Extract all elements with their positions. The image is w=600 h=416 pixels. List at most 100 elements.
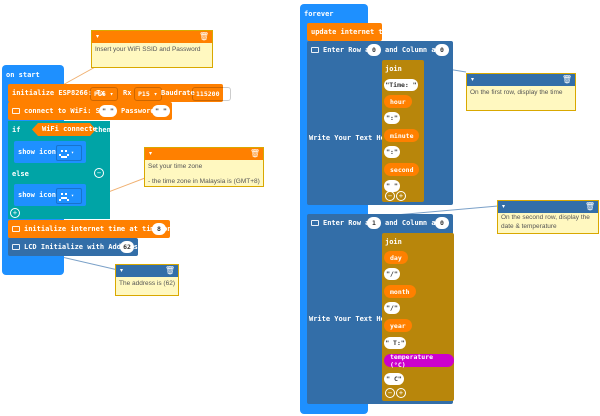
text-slash-2[interactable]: "/" bbox=[384, 302, 400, 314]
password-label: Password bbox=[121, 107, 155, 115]
var-day[interactable]: day bbox=[384, 251, 408, 264]
remove-item-icon-2[interactable]: − bbox=[385, 388, 395, 398]
comment-icon[interactable] bbox=[12, 108, 20, 114]
trash-icon[interactable]: 🗑 bbox=[561, 75, 572, 84]
lcd-init-block[interactable]: LCD Initialize with Address 62 bbox=[8, 238, 138, 256]
temperature-sensor[interactable]: temperature (°C) bbox=[384, 353, 454, 369]
if-label: if bbox=[12, 126, 21, 134]
write-text-label: Write Your Text Here bbox=[309, 134, 394, 142]
show-icon-block-sad[interactable]: show icon ▾ bbox=[14, 184, 86, 206]
wifi-comment[interactable]: ▾ 🗑 Insert your WiFi SSID and Password bbox=[91, 30, 213, 68]
add-item-icon[interactable]: + bbox=[396, 191, 406, 201]
address-comment-text[interactable]: The address is (62) bbox=[119, 280, 175, 287]
column-input-2[interactable]: 0 bbox=[435, 217, 449, 229]
add-item-icon-2[interactable]: + bbox=[396, 388, 406, 398]
timezone-comment-line1: Set your time zone bbox=[148, 163, 203, 170]
show-icon-label: show icon bbox=[18, 148, 56, 156]
text-space[interactable]: " " bbox=[384, 180, 400, 192]
add-else-if-icon[interactable]: + bbox=[10, 208, 20, 218]
init-internet-time-block[interactable]: initialize internet time at timezone 8 bbox=[8, 220, 176, 238]
text-c[interactable]: " C" bbox=[384, 373, 404, 385]
collapse-icon[interactable]: ▾ bbox=[96, 34, 100, 40]
first-row-comment-text[interactable]: On the first row, display the time bbox=[470, 89, 563, 96]
column-label-2: and Column at bbox=[385, 219, 440, 227]
comment-icon[interactable] bbox=[311, 220, 319, 226]
connect-wifi-block[interactable]: connect to WiFi: SSID " " Password " " bbox=[8, 102, 172, 120]
var-second[interactable]: second bbox=[384, 163, 420, 176]
baud-value: 115200 bbox=[196, 90, 220, 98]
baud-dropdown[interactable]: 115200 ▾ bbox=[192, 87, 232, 101]
collapse-icon[interactable]: ▾ bbox=[120, 268, 124, 274]
timezone-comment[interactable]: ▾ 🗑 Set your time zone - the time zone i… bbox=[144, 147, 264, 187]
happy-face-icon bbox=[59, 150, 69, 158]
comment-header[interactable]: ▾ 🗑 bbox=[92, 31, 212, 43]
lcd-init-label: LCD Initialize with Address bbox=[24, 243, 138, 251]
join-label-2: join bbox=[385, 238, 402, 246]
remove-else-icon[interactable]: − bbox=[94, 168, 104, 178]
wifi-comment-text[interactable]: Insert your WiFi SSID and Password bbox=[95, 46, 201, 53]
wifi-connected-condition[interactable]: WiFi connected bbox=[32, 123, 96, 136]
comment-header[interactable]: ▾ 🗑 bbox=[116, 265, 178, 277]
if-else-block[interactable]: if WiFi connected then show icon ▾ else … bbox=[8, 121, 111, 219]
rx-dropdown[interactable]: P15 ▾ bbox=[134, 87, 162, 101]
tx-dropdown[interactable]: P16 ▾ bbox=[90, 87, 118, 101]
remove-item-icon[interactable]: − bbox=[385, 191, 395, 201]
comment-header[interactable]: ▾ 🗑 bbox=[145, 148, 263, 160]
collapse-icon[interactable]: ▾ bbox=[471, 77, 475, 83]
join-block-row1[interactable]: join "Time: " hour ":" minute ":" second… bbox=[382, 60, 424, 202]
baud-label: Baudrate bbox=[161, 89, 195, 97]
var-minute[interactable]: minute bbox=[384, 129, 420, 142]
var-hour[interactable]: hour bbox=[384, 95, 412, 108]
esp8266-init-block[interactable]: initialize ESP8266: Tx P16 ▾ Rx P15 ▾ Ba… bbox=[8, 84, 232, 102]
comment-header[interactable]: ▾ 🗑 bbox=[498, 201, 598, 213]
text-slash[interactable]: "/" bbox=[384, 268, 400, 280]
update-time-label: update internet time bbox=[311, 28, 396, 36]
text-time[interactable]: "Time: " bbox=[384, 79, 418, 91]
password-input[interactable]: " " bbox=[152, 105, 170, 117]
text-colon-2[interactable]: ":" bbox=[384, 146, 400, 158]
text-t[interactable]: " T:" bbox=[384, 337, 406, 349]
var-month[interactable]: month bbox=[384, 285, 416, 298]
comment-icon[interactable] bbox=[12, 226, 20, 232]
row-input-1[interactable]: 0 bbox=[367, 44, 381, 56]
collapse-icon[interactable]: ▾ bbox=[502, 204, 506, 210]
rx-value: P15 bbox=[138, 90, 150, 98]
icon-picker-happy[interactable]: ▾ bbox=[56, 145, 82, 161]
comment-icon[interactable] bbox=[12, 244, 20, 250]
sad-face-icon bbox=[59, 193, 69, 201]
column-input-1[interactable]: 0 bbox=[435, 44, 449, 56]
second-row-comment[interactable]: ▾ 🗑 On the second row, display the date … bbox=[497, 200, 599, 234]
row-input-2[interactable]: 1 bbox=[367, 217, 381, 229]
lcd-address-input[interactable]: 62 bbox=[120, 241, 134, 253]
second-row-comment-text[interactable]: On the second row, display the date & te… bbox=[501, 214, 590, 230]
comment-icon[interactable] bbox=[311, 47, 319, 53]
var-year[interactable]: year bbox=[384, 319, 412, 332]
icon-picker-sad[interactable]: ▾ bbox=[56, 188, 82, 204]
update-internet-time-block[interactable]: update internet time bbox=[307, 23, 395, 41]
collapse-icon[interactable]: ▾ bbox=[149, 151, 153, 157]
rx-label: Rx bbox=[123, 89, 132, 97]
trash-icon[interactable]: 🗑 bbox=[198, 32, 209, 41]
column-label: and Column at bbox=[385, 46, 440, 54]
forever-label: forever bbox=[304, 10, 334, 18]
else-label: else bbox=[12, 170, 29, 178]
show-icon-label-2: show icon bbox=[18, 191, 56, 199]
address-comment[interactable]: ▾ 🗑 The address is (62) bbox=[115, 264, 179, 296]
text-colon[interactable]: ":" bbox=[384, 112, 400, 124]
timezone-comment-line2: - the time zone in Malaysia is (GMT+8) bbox=[148, 177, 260, 185]
timezone-input[interactable]: 8 bbox=[152, 223, 166, 235]
trash-icon[interactable]: 🗑 bbox=[249, 149, 260, 158]
enter-row-label: Enter Row at bbox=[323, 46, 374, 54]
ssid-input[interactable]: " " bbox=[99, 105, 117, 117]
trash-icon[interactable]: 🗑 bbox=[164, 266, 175, 275]
write-text-label-2: Write Your Text Here bbox=[309, 315, 394, 323]
join-block-row2[interactable]: join day "/" month "/" year " T:" temper… bbox=[382, 233, 454, 401]
timezone-comment-text[interactable]: Set your time zone - the time zone in Ma… bbox=[145, 160, 263, 190]
on-start-label: on start bbox=[6, 71, 40, 79]
trash-icon[interactable]: 🗑 bbox=[584, 202, 595, 211]
then-label: then bbox=[94, 126, 111, 134]
lcd-write-row1-block[interactable]: Enter Row at 0 and Column at 0 Write You… bbox=[307, 41, 453, 205]
comment-header[interactable]: ▾ 🗑 bbox=[467, 74, 575, 86]
first-row-comment[interactable]: ▾ 🗑 On the first row, display the time bbox=[466, 73, 576, 111]
show-icon-block-happy[interactable]: show icon ▾ bbox=[14, 141, 86, 163]
